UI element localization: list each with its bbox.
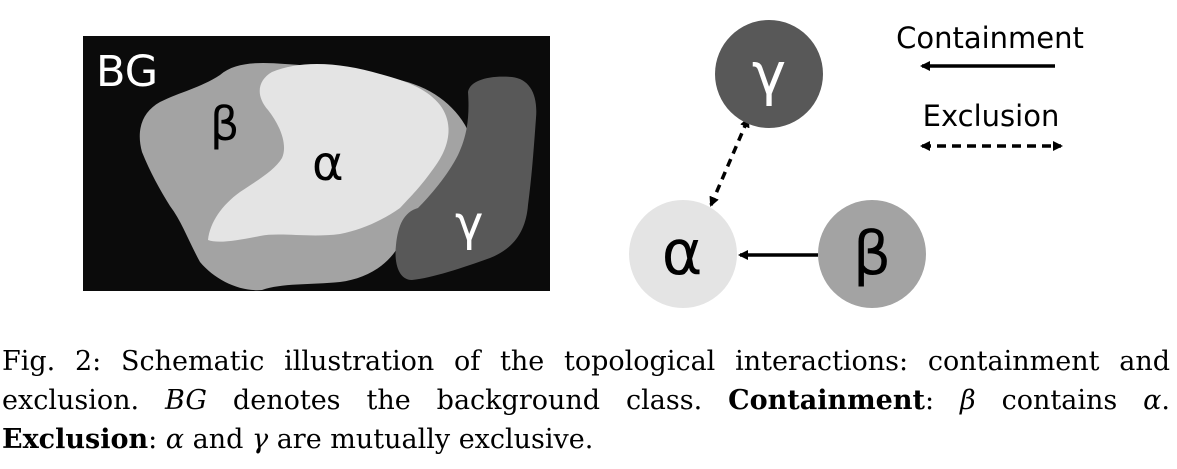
gamma-node-label: γ — [752, 40, 786, 108]
caption-text: are mutually exclusive. — [268, 424, 594, 455]
legend: Containment Exclusion — [896, 21, 1084, 151]
interaction-graph: γ α β — [629, 20, 926, 308]
gamma-region-label: γ — [455, 196, 483, 252]
caption-text: and — [184, 424, 252, 455]
caption-gamma: γ — [251, 424, 269, 455]
beta-node-label: β — [853, 219, 891, 289]
caption-text: denotes the background class. — [206, 385, 729, 416]
gamma-region — [395, 76, 537, 280]
caption-bg-term: BG — [165, 385, 207, 416]
alpha-node-label: α — [662, 216, 703, 289]
caption-alpha: α — [1143, 385, 1162, 416]
gamma-node — [715, 20, 823, 128]
figure-caption: Fig. 2: Schematic illustration of the to… — [2, 342, 1170, 459]
caption-text: : — [924, 385, 961, 416]
bg-label: BG — [96, 47, 158, 97]
caption-text: contains — [975, 385, 1144, 416]
alpha-region — [208, 63, 449, 242]
caption-text: : — [148, 424, 166, 455]
alpha-region-label: α — [312, 136, 344, 192]
beta-region-label: β — [210, 97, 239, 151]
legend-exclusion-label: Exclusion — [923, 99, 1060, 133]
topology-figure: BG β α γ γ α β Containment Exclusion — [83, 20, 1084, 308]
caption-exclusion-term: Exclusion — [2, 424, 149, 455]
caption-text: Schematic illustration of the topologica… — [2, 346, 1170, 416]
caption-text: . — [1161, 385, 1170, 416]
alpha-node — [629, 200, 737, 308]
segmentation-schematic: BG β α γ — [83, 36, 550, 291]
caption-containment-term: Containment — [728, 385, 925, 416]
beta-node — [818, 200, 926, 308]
caption-fig-label: Fig. 2: — [2, 346, 102, 377]
legend-containment-label: Containment — [896, 21, 1084, 55]
caption-alpha: α — [165, 424, 185, 455]
exclusion-edge — [709, 117, 750, 207]
caption-beta: β — [960, 385, 976, 416]
